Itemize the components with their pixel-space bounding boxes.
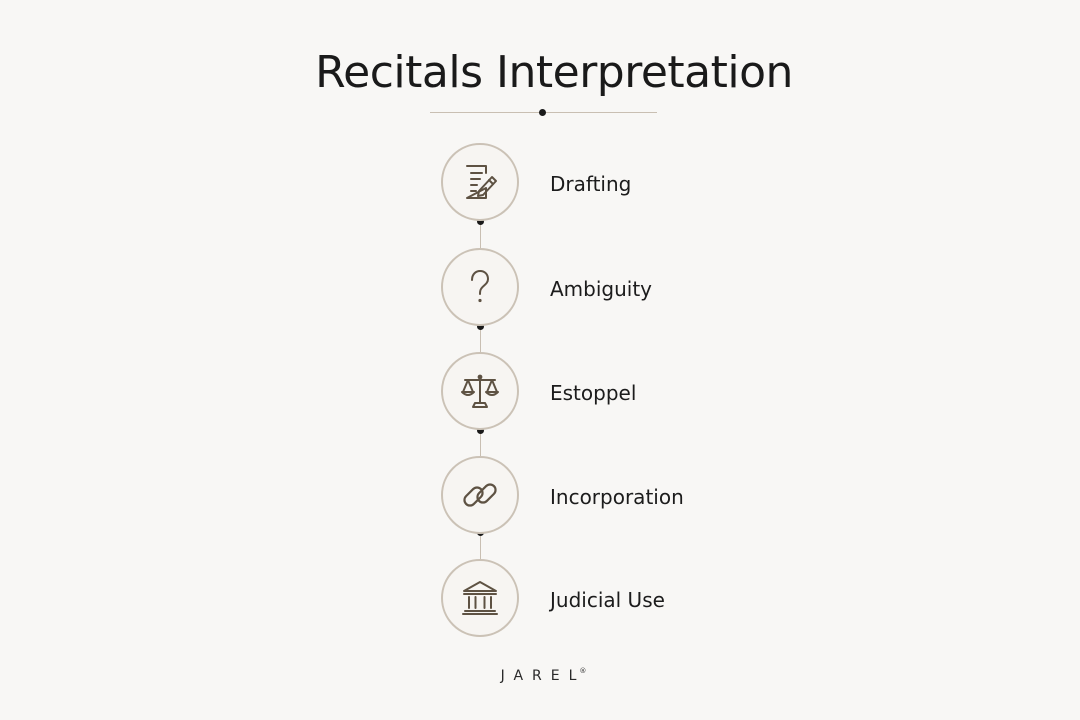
step-judicial-use-label: Judicial Use: [550, 588, 665, 612]
registered-mark: ®: [579, 667, 587, 675]
step-incorporation-label: Incorporation: [550, 485, 684, 509]
page-title: Recitals Interpretation: [315, 47, 793, 98]
connector-dot: [477, 323, 484, 330]
document-pencil-icon: [466, 165, 497, 199]
step-connector: [480, 429, 481, 458]
brand-name: JAREL: [500, 668, 586, 684]
step-judicial-use-badge: [441, 559, 519, 637]
title-divider-dot: [539, 109, 546, 116]
scales-icon: [461, 374, 499, 408]
brand-logo: JAREL®: [0, 667, 1080, 684]
step-drafting-badge: [441, 143, 519, 221]
step-incorporation-badge: [441, 456, 519, 534]
step-ambiguity-badge: [441, 248, 519, 326]
step-estoppel-badge: [441, 352, 519, 430]
chain-link-icon: [463, 483, 497, 507]
step-connector: [480, 325, 481, 354]
connector-dot: [477, 218, 484, 225]
step-estoppel-label: Estoppel: [550, 381, 637, 405]
step-connector: [480, 220, 481, 250]
connector-dot: [477, 427, 484, 434]
step-ambiguity-label: Ambiguity: [550, 277, 653, 301]
courthouse-icon: [462, 581, 498, 615]
step-drafting-label: Drafting: [550, 172, 632, 196]
question-mark-icon: [471, 270, 489, 303]
step-connector: [480, 533, 481, 561]
